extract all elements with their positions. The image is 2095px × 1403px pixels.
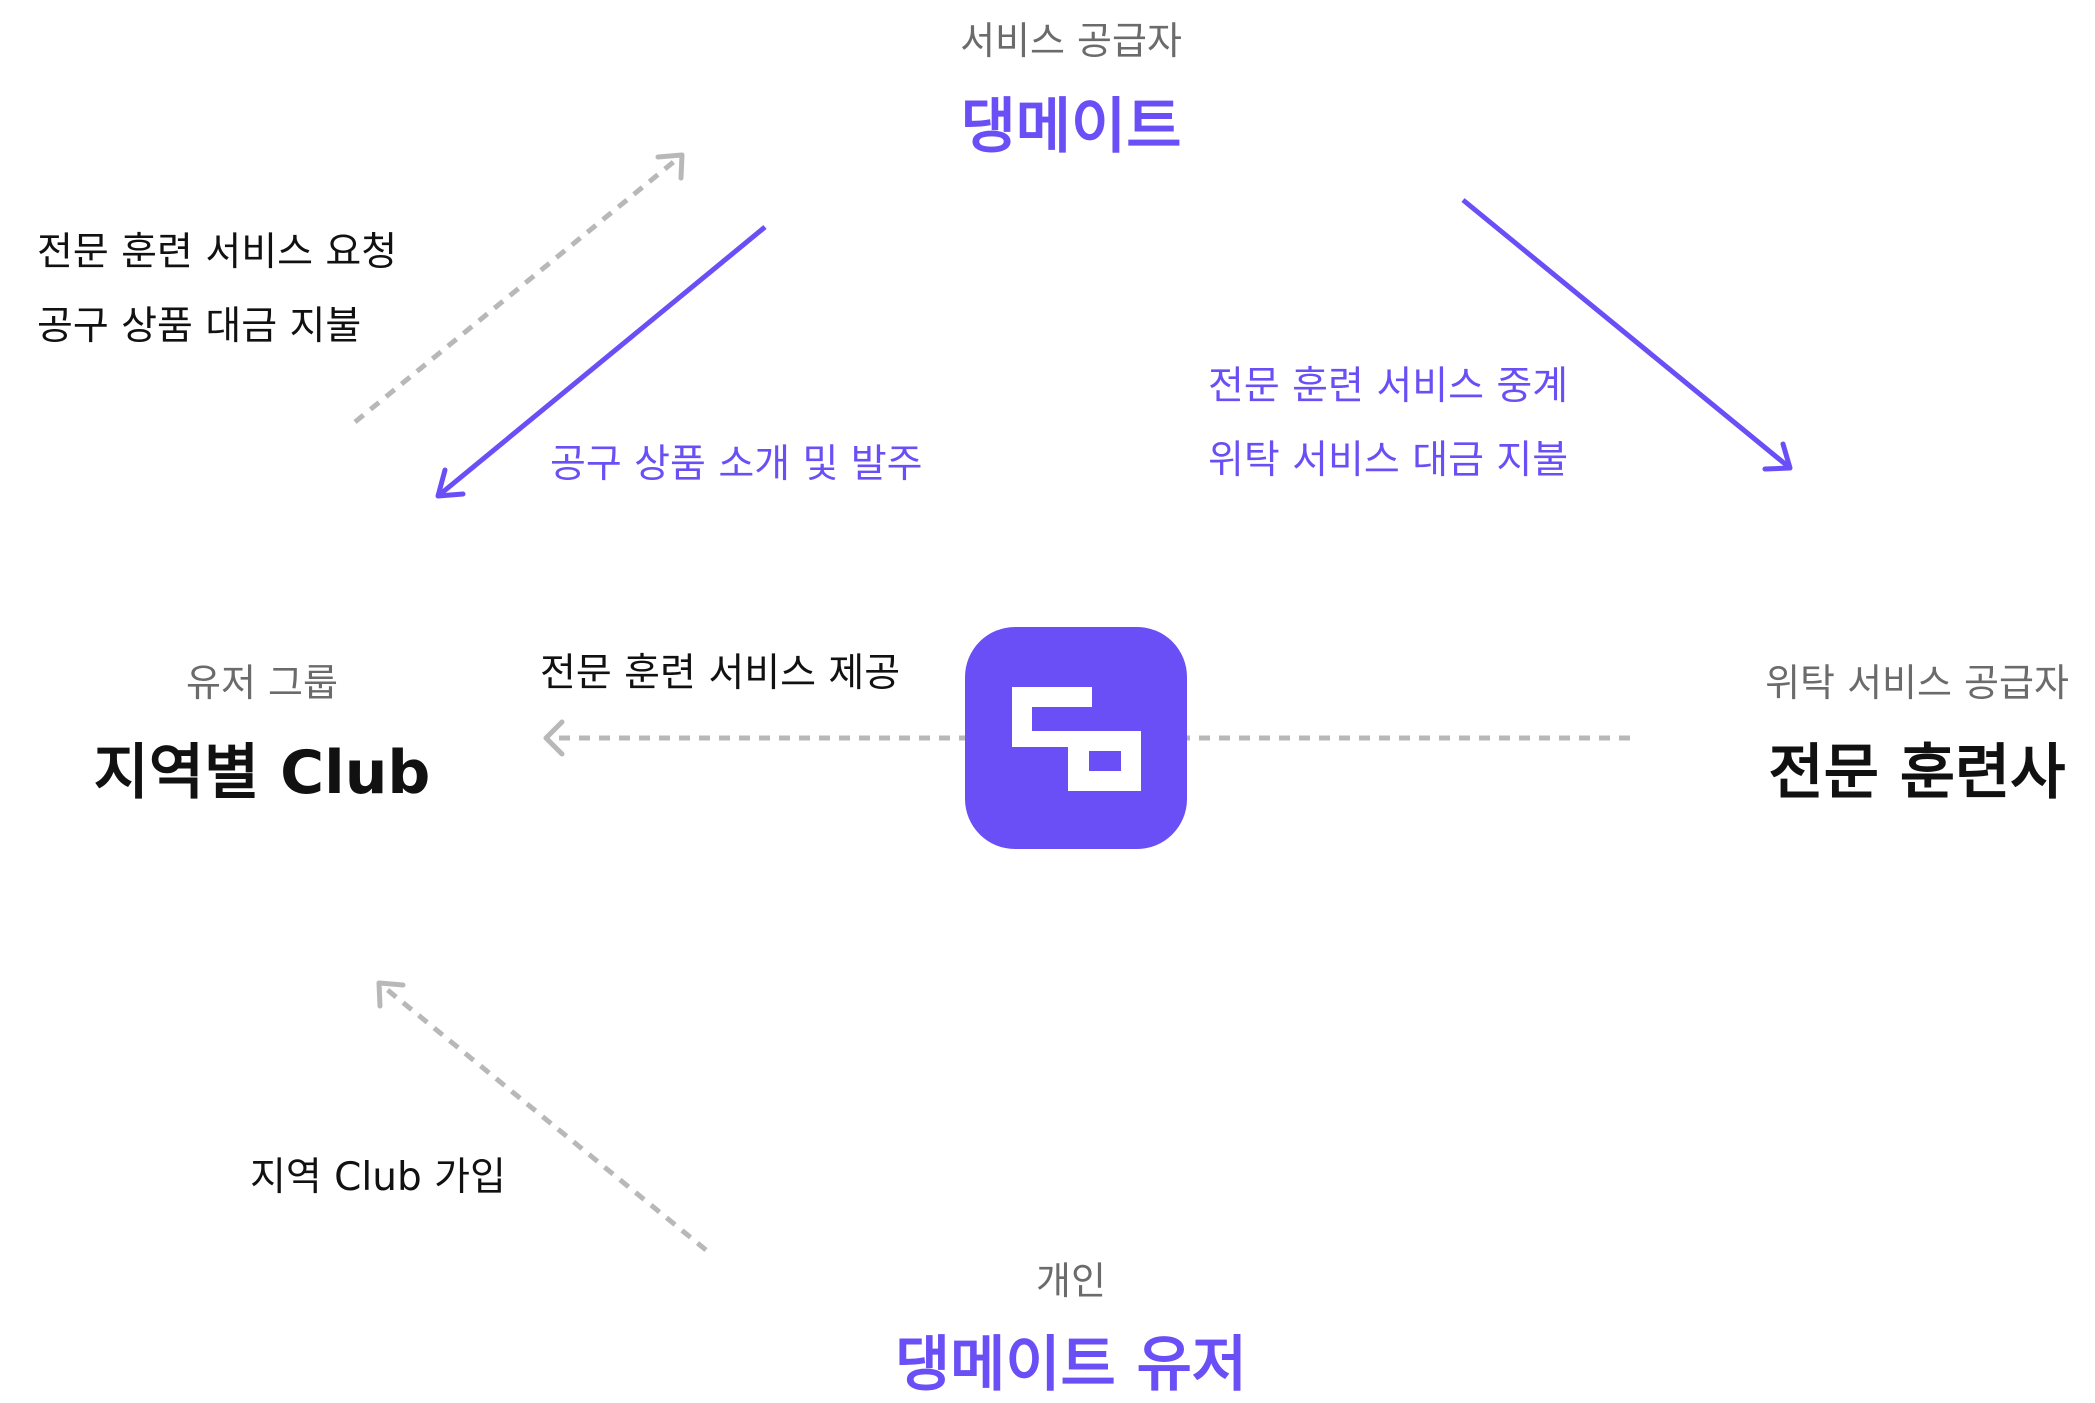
left-node-subtitle: 유저 그룹 <box>186 661 338 705</box>
edge-label-trainer-to-club: 전문 훈련 서비스 제공 <box>540 637 900 711</box>
bottom-node-title: 댕메이트 유저 <box>894 1330 1248 1400</box>
edge-label-line: 전문 훈련 서비스 요청 <box>37 230 398 275</box>
top-node-subtitle: 서비스 공급자 <box>960 19 1182 63</box>
edge-label-line: 공구 상품 소개 및 발주 <box>550 442 923 487</box>
edge-label-dangmate-to-club: 공구 상품 소개 및 발주 <box>550 428 923 502</box>
arrow-dangmate-to-club <box>435 225 767 499</box>
left-node-title: 지역별 Club <box>93 738 431 808</box>
right-node-subtitle: 위탁 서비스 공급자 <box>1765 661 2069 705</box>
bottom-node-subtitle: 개인 <box>1036 1259 1106 1303</box>
edge-label-club-to-dangmate: 전문 훈련 서비스 요청 공구 상품 대금 지불 <box>37 216 397 364</box>
edge-label-line: 전문 훈련 서비스 중계 <box>1208 364 1569 409</box>
right-node-title: 전문 훈련사 <box>1768 738 2066 808</box>
dashed-arrow-user-to-club <box>376 980 708 1252</box>
dangmate-app-logo-icon <box>965 627 1187 849</box>
edge-label-user-to-club: 지역 Club 가입 <box>250 1141 506 1215</box>
edge-label-line: 위탁 서비스 대금 지불 <box>1208 438 1569 483</box>
dashed-arrow-club-to-dangmate <box>353 152 685 424</box>
edge-label-line: 전문 훈련 서비스 제공 <box>540 651 901 696</box>
arrow-dangmate-to-trainer <box>1461 198 1793 472</box>
edge-label-dangmate-to-trainer: 전문 훈련 서비스 중계 위탁 서비스 대금 지불 <box>1208 350 1568 498</box>
edge-label-line: 지역 Club 가입 <box>250 1155 506 1200</box>
edge-label-line: 공구 상품 대금 지불 <box>37 304 362 349</box>
top-node-title: 댕메이트 <box>960 92 1182 162</box>
